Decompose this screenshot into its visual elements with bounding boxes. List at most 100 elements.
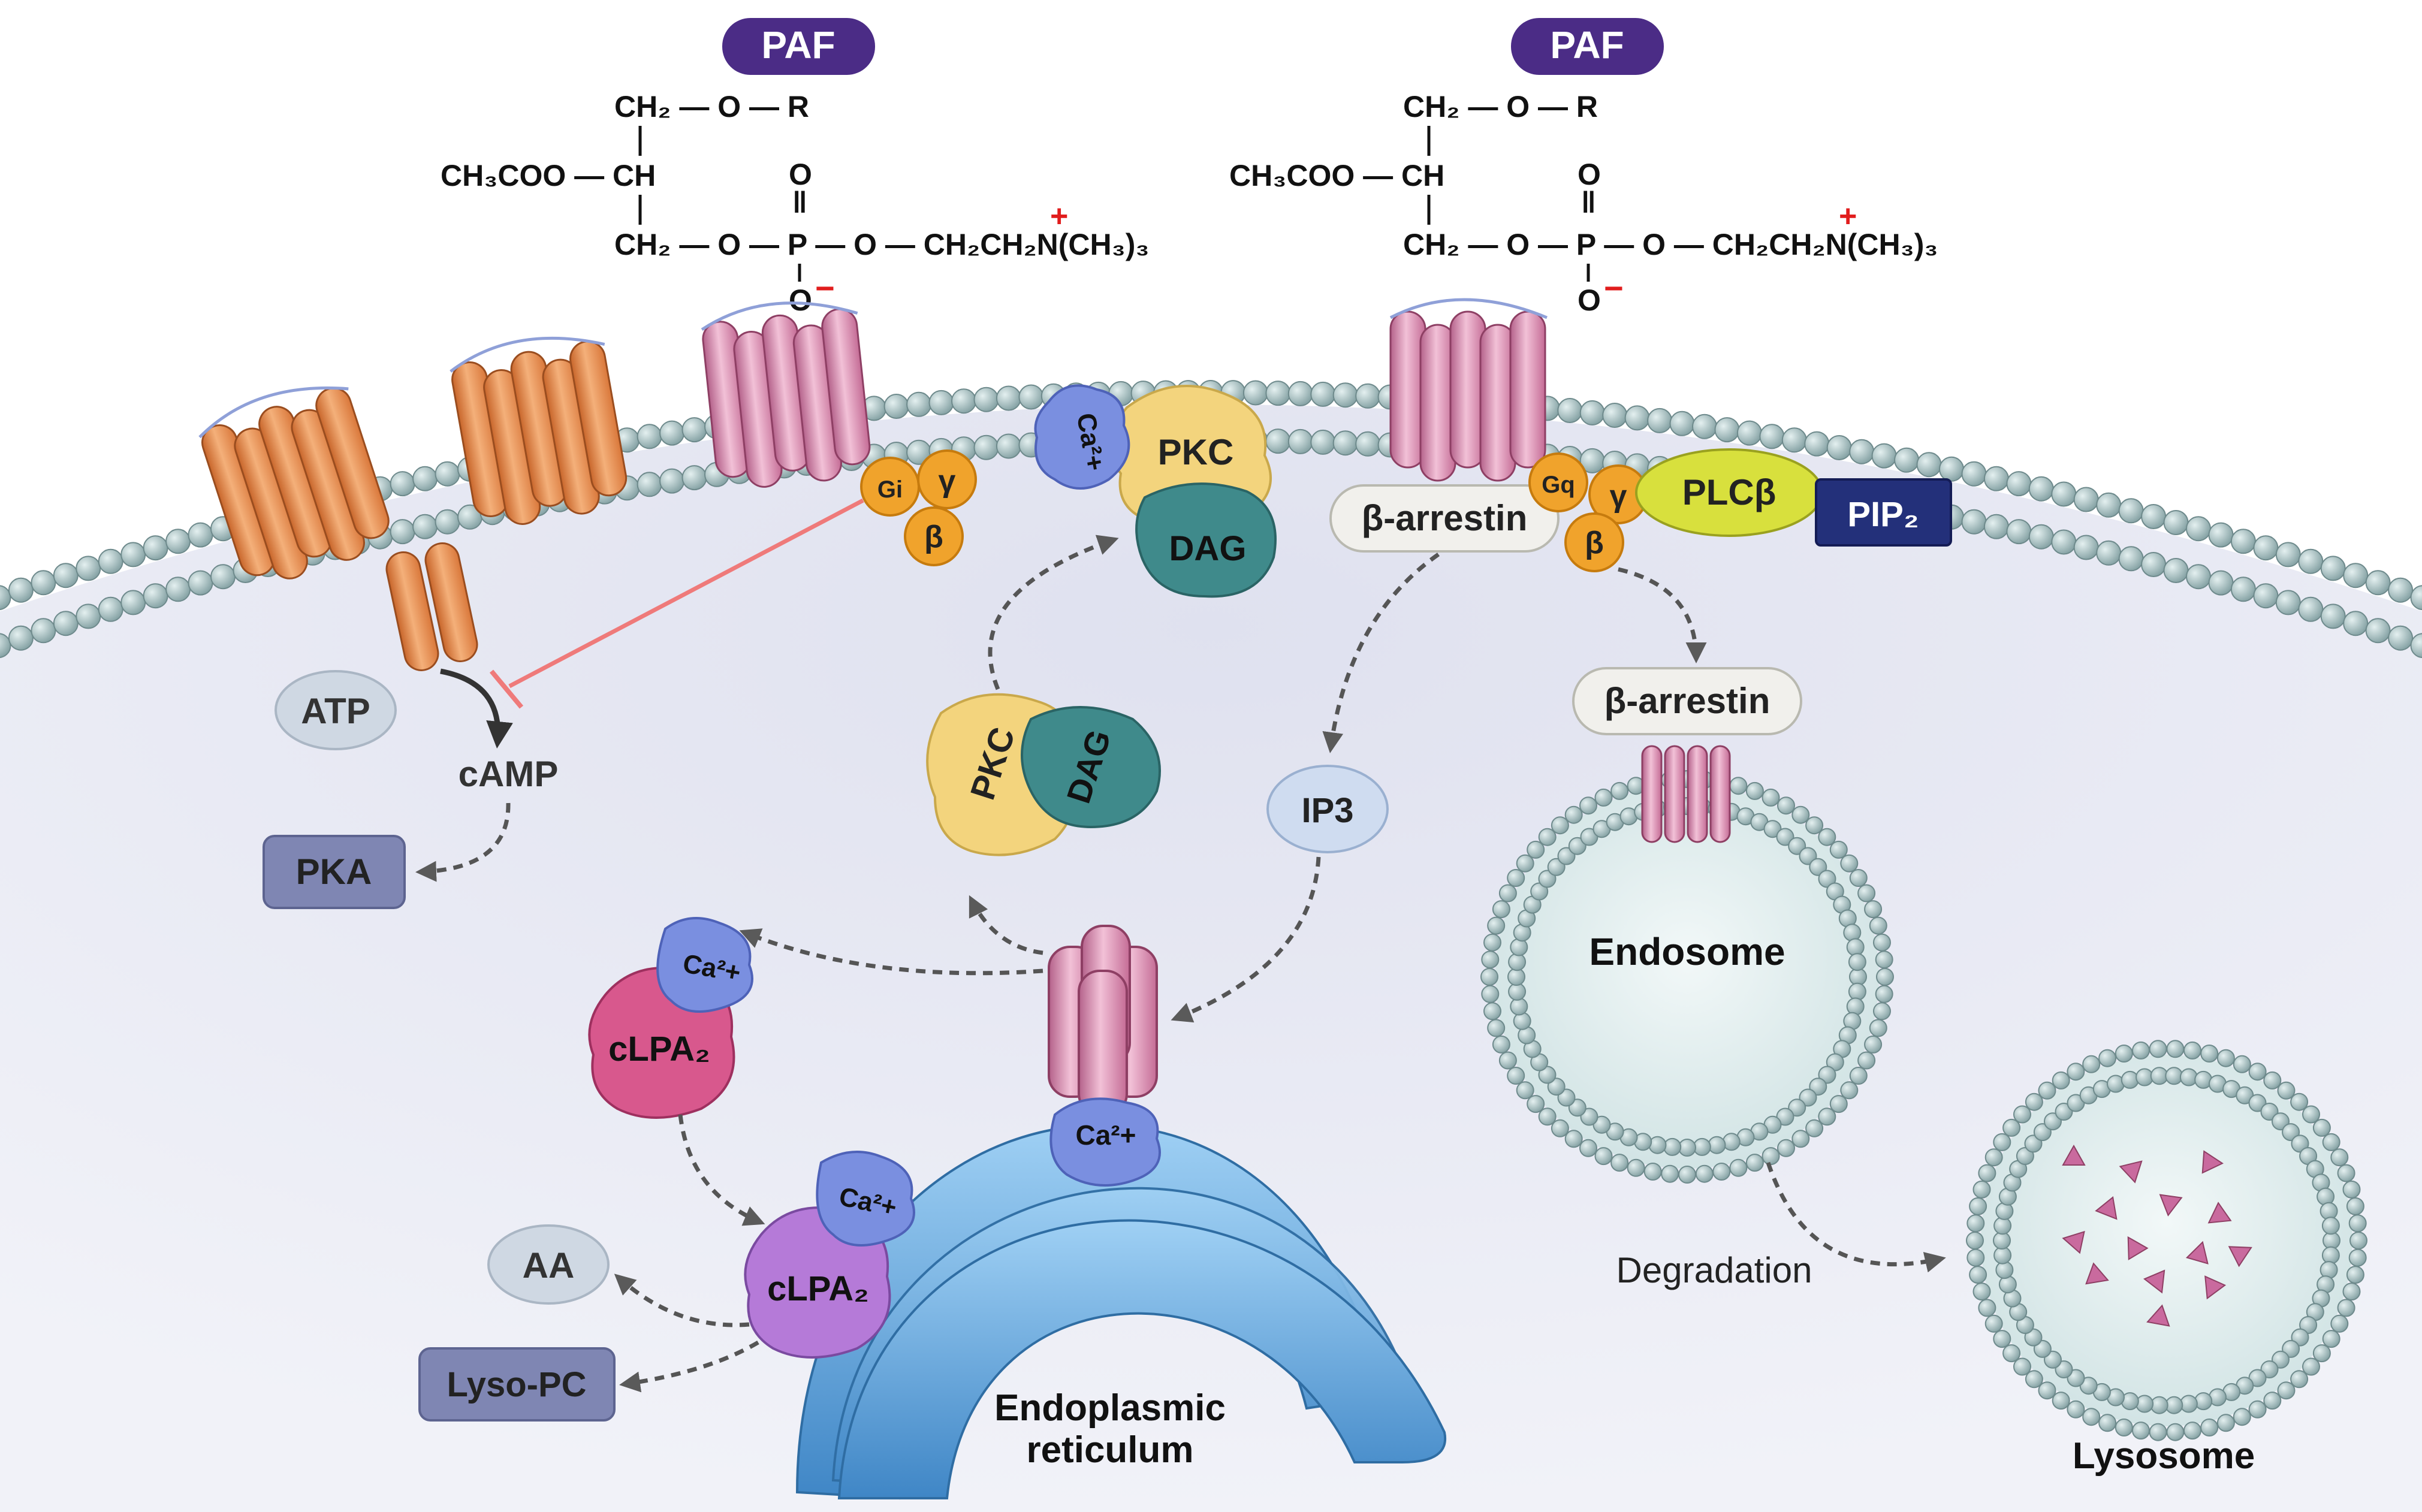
- membrane-bead: [2028, 524, 2054, 550]
- vesicle-bead: [2290, 1370, 2309, 1389]
- paf-badge: [1511, 18, 1664, 75]
- dag-membrane: [1135, 482, 1277, 598]
- degraded-fragment: [2201, 1150, 2224, 1174]
- endosome-helix: [1641, 745, 1663, 843]
- vesicle-bead: [2248, 1400, 2267, 1419]
- membrane-bead: [31, 618, 56, 644]
- vesicle-bead: [1869, 1019, 1887, 1037]
- vesicle-bead: [1487, 916, 1506, 935]
- vesicle-bead: [2098, 1414, 2117, 1432]
- paf-badge: [722, 18, 875, 75]
- vesicle-bead: [1776, 828, 1794, 846]
- arrestin-to-ip3-arrow: [1322, 553, 1440, 753]
- membrane-bead: [2320, 556, 2346, 581]
- vesicle-bead: [1848, 982, 1866, 1001]
- vesicle-bead: [2216, 1414, 2235, 1432]
- degraded-fragment: [2095, 1196, 2118, 1220]
- paf-structure-right: PAF CH₂ — O — R CH₃COO — CH O ‖ CH₂ — O …: [1229, 18, 1938, 317]
- vesicle-bead: [2115, 1419, 2133, 1436]
- membrane-bead: [928, 390, 954, 415]
- plcb-label: PLCβ: [1682, 472, 1776, 512]
- vesicle-bead: [1809, 858, 1827, 876]
- inhibition-bar: [489, 669, 524, 709]
- gi-inhibition-line: [508, 498, 864, 689]
- degraded-fragment: [2119, 1160, 2143, 1184]
- membrane-bead: [2388, 577, 2414, 603]
- gi-beta-subunit: [904, 506, 964, 566]
- receptor-loop: [1389, 298, 1548, 319]
- vesicle-bead: [1498, 1051, 1517, 1070]
- pka-label: PKA: [296, 852, 372, 892]
- vesicle-bead: [2166, 1040, 2185, 1058]
- paf-double-bond: ‖: [792, 186, 807, 219]
- pka-box: [263, 835, 406, 909]
- vesicle-bead: [1507, 968, 1525, 986]
- vesicle-bead: [1627, 1158, 1645, 1177]
- cytoplasm: [0, 405, 2422, 1512]
- vesicle-bead: [1516, 1081, 1534, 1100]
- vesicle-bead: [1594, 788, 1613, 807]
- membrane-bead: [76, 556, 101, 581]
- membrane-bead: [1557, 398, 1583, 423]
- paf-receptor-left: [701, 301, 871, 488]
- paf-phosphate-o: O: [789, 158, 812, 191]
- membrane-bead: [1961, 509, 1987, 535]
- vesicle-bead: [1777, 796, 1795, 815]
- membrane-bead: [2118, 498, 2144, 524]
- vesicle-bead: [2183, 1041, 2201, 1060]
- membrane-bead: [2230, 529, 2256, 554]
- beta-arrestin-membrane-label: β-arrestin: [1362, 498, 1528, 538]
- membrane-bead: [1849, 439, 1875, 464]
- membrane-bead: [2028, 476, 2054, 502]
- vesicle-bead: [2025, 1092, 2043, 1111]
- membrane-bead: [2388, 625, 2414, 651]
- vesicle-bead: [1788, 1098, 1806, 1117]
- vesicle-bead: [1516, 854, 1534, 873]
- membrane-bead: [973, 434, 999, 460]
- vesicle-bead: [1729, 777, 1748, 795]
- vesicle-bead: [2330, 1314, 2349, 1333]
- vesicle-bead: [1712, 1163, 1731, 1181]
- calcium-membrane: [1034, 384, 1130, 490]
- vesicle-bead: [2349, 1232, 2367, 1250]
- vesicle-bead: [1538, 870, 1557, 888]
- endosome-lumen: [1495, 785, 1879, 1169]
- endoplasmic-reticulum: Endoplasmic reticulum: [795, 1124, 1447, 1500]
- membrane-bead: [390, 471, 415, 497]
- vesicle-bead: [2277, 1081, 2296, 1100]
- membrane-bead: [2343, 611, 2369, 636]
- membrane-bead: [1287, 381, 1313, 406]
- degraded-fragment: [2185, 1241, 2209, 1264]
- paf-minus-charge: −: [815, 269, 835, 307]
- vesicle-bead: [1580, 828, 1598, 846]
- vesicle-bead: [2302, 1105, 2320, 1124]
- vesicle-bead: [2346, 1197, 2364, 1215]
- vesicle-bead: [2149, 1040, 2167, 1058]
- membrane-bead: [412, 514, 438, 539]
- membrane-bead: [2253, 583, 2279, 609]
- membrane-bead: [2320, 603, 2346, 629]
- vesicle-bead: [1708, 1136, 1726, 1154]
- vesicle-bead: [2055, 1103, 2073, 1121]
- vesicle-bead: [1829, 1095, 1848, 1113]
- beta-arrestin-membrane: [1329, 484, 1560, 553]
- clpa2-to-aa-arrow: [614, 1273, 750, 1327]
- degraded-fragment: [2062, 1230, 2085, 1254]
- vesicle-bead: [1508, 982, 1527, 1001]
- vesicle-bead: [2121, 1070, 2139, 1089]
- vesicle-bead: [2291, 1134, 2309, 1153]
- membrane-bead: [2186, 564, 2211, 590]
- vesicle-bead: [2067, 1369, 2085, 1387]
- vesicle-bead: [1993, 1133, 2011, 1151]
- vesicle-bead: [1513, 1012, 1531, 1030]
- camp-label: cAMP: [459, 754, 559, 794]
- vesicle-bead: [1846, 997, 1865, 1016]
- membrane-bead: [2073, 535, 2099, 560]
- gq-protein: Gq γ β: [1528, 452, 1648, 572]
- vesicle-bead: [1507, 869, 1525, 887]
- vesicle-bead: [2302, 1357, 2320, 1376]
- gi-protein: Gi γ β: [860, 449, 977, 566]
- paf-badge-label: PAF: [761, 23, 835, 67]
- vesicle-bead: [1777, 1139, 1795, 1157]
- vesicle-bead: [1481, 985, 1500, 1003]
